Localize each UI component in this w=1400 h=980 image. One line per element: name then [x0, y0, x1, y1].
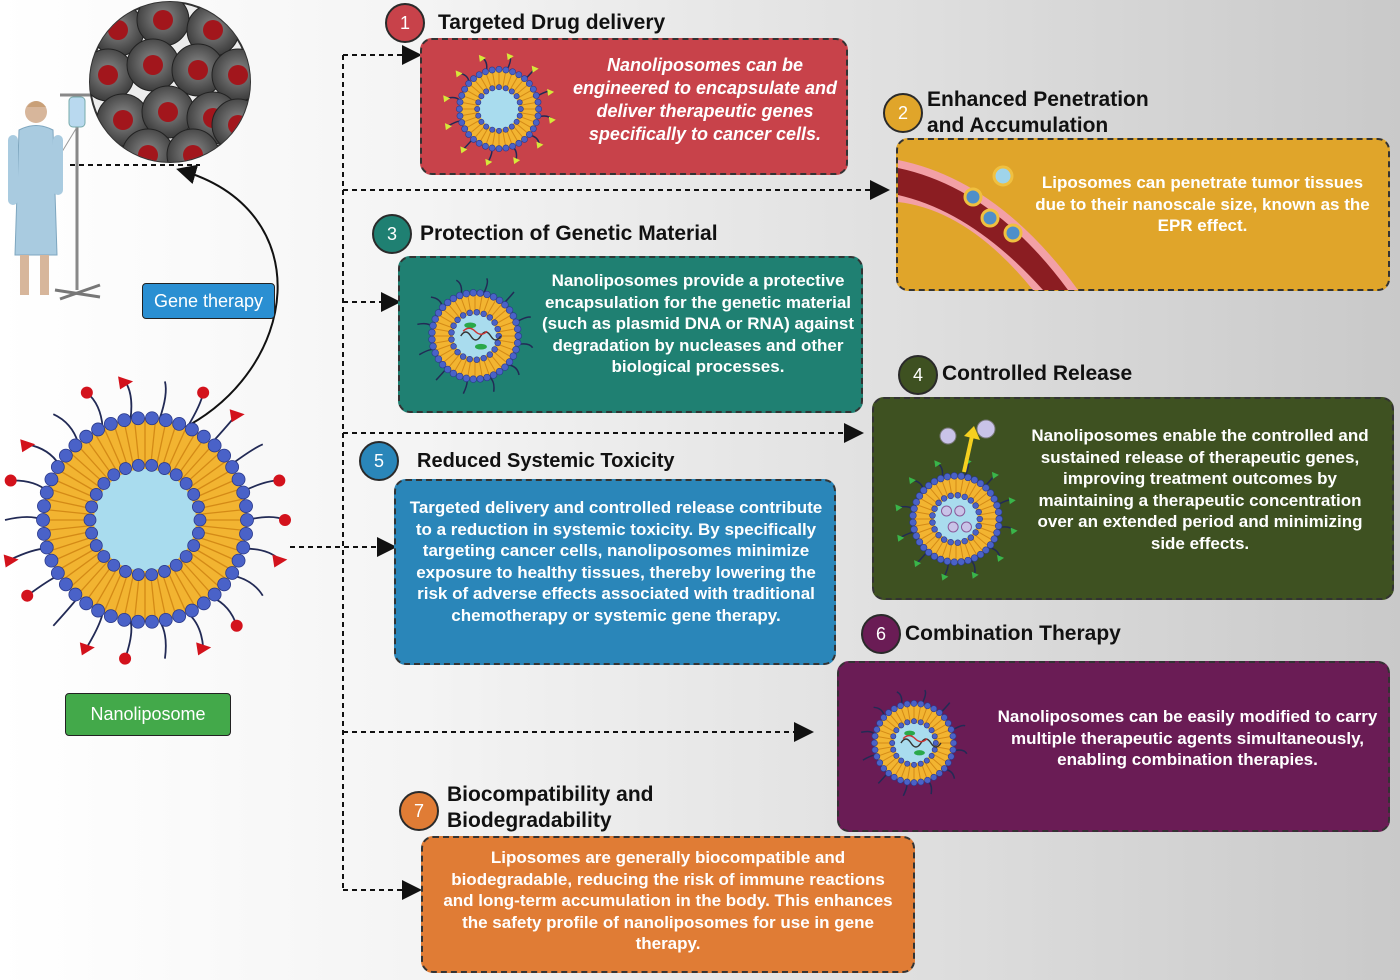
nanoliposome-illustration [3, 376, 291, 665]
card-biocompatibility [421, 836, 915, 973]
card-targeted-drug-delivery [420, 38, 848, 175]
title-controlled-release: Controlled Release [942, 362, 1133, 385]
liposome-icon [861, 689, 968, 797]
number-badge-3: 3 [372, 214, 412, 254]
text-reduced-systemic-toxicity: Targeted delivery and controlled release… [409, 498, 823, 625]
card-protection-genetic-material [398, 256, 863, 413]
title-enhanced-penetration: Enhanced Penetration and Accumulation [927, 88, 1149, 137]
gene-therapy-label: Gene therapy [142, 283, 275, 319]
liposome-icon [443, 53, 556, 166]
number-badge-5: 5 [359, 441, 399, 481]
card-controlled-release [872, 397, 1394, 600]
card-combination-therapy [837, 661, 1390, 832]
text-enhanced-penetration: Liposomes can penetrate tumor tissues du… [1035, 173, 1370, 235]
patient-illustration [8, 93, 101, 301]
number-badge-7: 7 [399, 791, 439, 831]
number-badge-1: 1 [385, 3, 425, 43]
release-arrow-icon [939, 419, 996, 473]
nanoliposome-label: Nanoliposome [65, 693, 231, 736]
title-targeted-drug-delivery: Targeted Drug delivery [438, 11, 666, 34]
title-protection-genetic-material: Protection of Genetic Material [420, 222, 718, 245]
liposome-icon [895, 458, 1018, 581]
card-enhanced-penetration [896, 138, 1390, 291]
text-biocompatibility: Liposomes are generally biocompatible an… [443, 848, 893, 953]
text-targeted-drug-delivery: Nanoliposomes can be engineered to encap… [572, 55, 838, 144]
number-badge-2: 2 [883, 93, 923, 133]
text-protection-genetic-material: Nanoliposomes provide a protective encap… [541, 271, 855, 376]
liposome-icon [417, 277, 534, 394]
title-combination-therapy: Combination Therapy [905, 622, 1121, 645]
title-reduced-systemic-toxicity: Reduced Systemic Toxicity [417, 450, 675, 472]
text-combination-therapy: Nanoliposomes can be easily modified to … [997, 707, 1378, 769]
blood-vessel-illustration [898, 160, 1078, 290]
number-badge-4: 4 [898, 355, 938, 395]
text-controlled-release: Nanoliposomes enable the controlled and … [1031, 426, 1369, 553]
tumor-cell-cluster [89, 1, 251, 163]
card-reduced-systemic-toxicity [394, 479, 836, 665]
title-biocompatibility: Biocompatibility and Biodegradability [447, 783, 654, 832]
number-badge-6: 6 [861, 614, 901, 654]
